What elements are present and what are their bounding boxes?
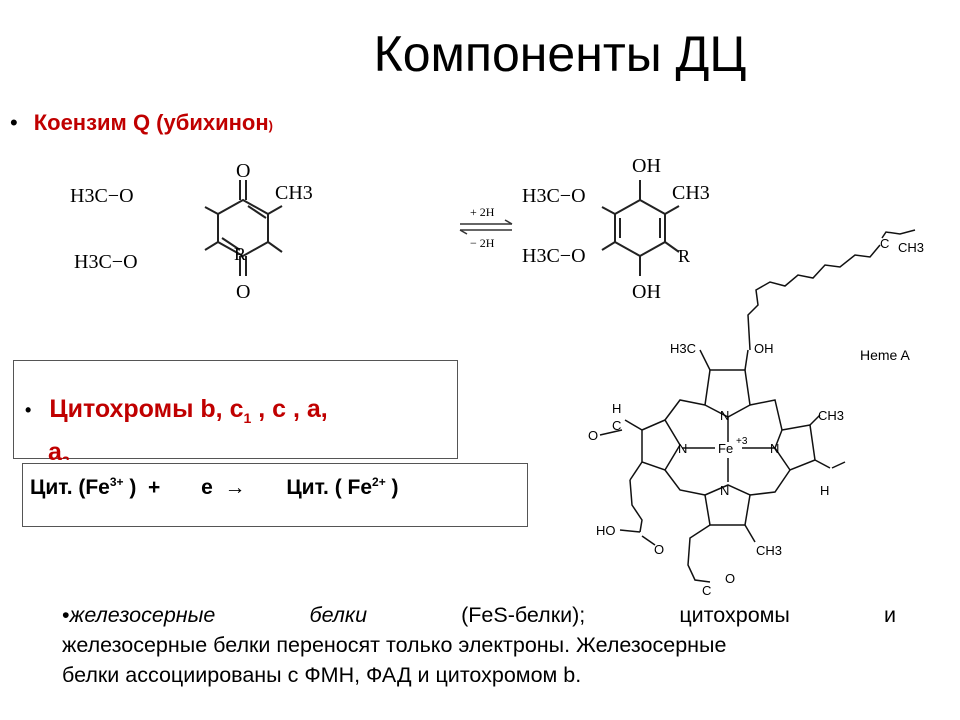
bullet-icon: • [62,603,70,627]
heme-methyl-right: CH3 [818,408,844,423]
heme-hydroxyl: OH [754,341,774,356]
equation-middle: ) + e → Цит. ( Fe [123,476,373,499]
reaction-forward-label: + 2H [470,205,495,219]
fes-line2: железосерные белки переносят только элек… [62,633,727,657]
heme-methyl-h3c: H3C [670,341,696,356]
hydroquinone-hydroxyl-bottom: OH [632,281,661,303]
equation-red-state: 2+ [372,475,386,489]
quinone-methyl: CH3 [275,182,313,204]
heme-a-label: Heme A [860,347,910,363]
equation-ox-state: 3+ [109,475,124,489]
r-group-left-label: R [234,244,246,264]
quinone-ring [204,180,283,276]
coenzyme-paren: ) [268,118,273,133]
quinone-oxygen-top: O [236,160,250,182]
heme-iron-charge: +3 [736,436,748,447]
bullet-icon: • [25,399,32,420]
heme-carboxyl-ho: HO [596,523,616,538]
equilibrium-arrows [459,219,513,235]
heme-bonds [599,229,916,583]
heme-iron: Fe [718,441,733,456]
equation-box [22,463,528,527]
cytochromes-line2: a3 [48,438,70,460]
heme-n-right: N [770,441,779,456]
cytochromes-box [13,360,458,459]
ubiquinone-reaction-diagram: O O H3C−O H3C−O CH3 R + 2H − 2H OH OH H3… [70,155,710,303]
fes-term2: белки [309,603,368,627]
hydroquinone-hydroxyl-top: OH [632,155,661,177]
heme-carboxyl2-c: C [702,583,711,598]
heme-carboxyl2-o: O [725,571,735,586]
heme-n-left: N [678,441,687,456]
reaction-reverse-label: − 2H [470,236,495,250]
equation-left: Цит. (Fe [30,476,110,499]
cytochromes-sub2: 3 [62,453,70,460]
heme-tail-ch3: CH3 [898,240,924,255]
heme-a-structure: H3C OH N N N N Fe +3 CH3 CH3 H C O H HO … [588,229,924,598]
heme-formyl-c: C [612,418,621,433]
r-group-right-label: R [678,246,690,266]
coenzyme-label: Коензим Q (убихинон [33,110,269,135]
hydroquinone-methoxy-top: H3C−O [522,185,586,207]
cytochromes-line: • Цитохромы b, c1 , c , a, [25,395,328,426]
heme-formyl-o: O [588,428,598,443]
heme-n-bottom: N [720,483,729,498]
fes-paragraph: •железосерные белки (FeS-белки); цитохро… [62,600,896,690]
fes-line3: белки ассоциированы с ФМН, ФАД и цитохро… [62,663,582,687]
quinone-methoxy-top: H3C−O [70,185,134,207]
coenzyme-q-heading: • Коензим Q (убихинон) [10,110,273,136]
heme-methyl-bottom: CH3 [756,543,782,558]
hydroquinone-ring [601,180,680,276]
heme-tail-c: C [880,236,889,251]
fes-term1: железосерные [69,603,216,627]
heme-carboxyl-o: O [654,542,664,557]
heme-n-top: N [720,408,729,423]
fes-rest3: и [883,603,896,627]
cytochromes-a3: a [48,438,62,460]
hydroquinone-methoxy-bottom: H3C−O [522,245,586,267]
cytochromes-text: Цитохромы b, c [49,395,244,423]
reduction-equation: Цит. (Fe3+ ) + e → Цит. ( Fe2+ ) [30,475,399,500]
heme-vinyl-h: H [820,483,829,498]
bullet-icon: • [10,110,18,135]
fes-line1: •железосерные белки (FeS-белки); цитохро… [62,600,896,630]
quinone-methoxy-bottom: H3C−O [74,251,138,273]
fes-rest2: цитохромы [679,603,790,627]
cytochromes-sub1: 1 [243,410,252,426]
equation-end: ) [385,476,399,499]
hydroquinone-methyl: CH3 [672,182,710,204]
cytochromes-text-b: , c , a, [251,395,328,423]
quinone-oxygen-bottom: O [236,281,250,303]
fes-rest1: (FeS-белки); [461,603,586,627]
page-title: Компоненты ДЦ [373,26,747,82]
heme-formyl-h: H [612,401,621,416]
